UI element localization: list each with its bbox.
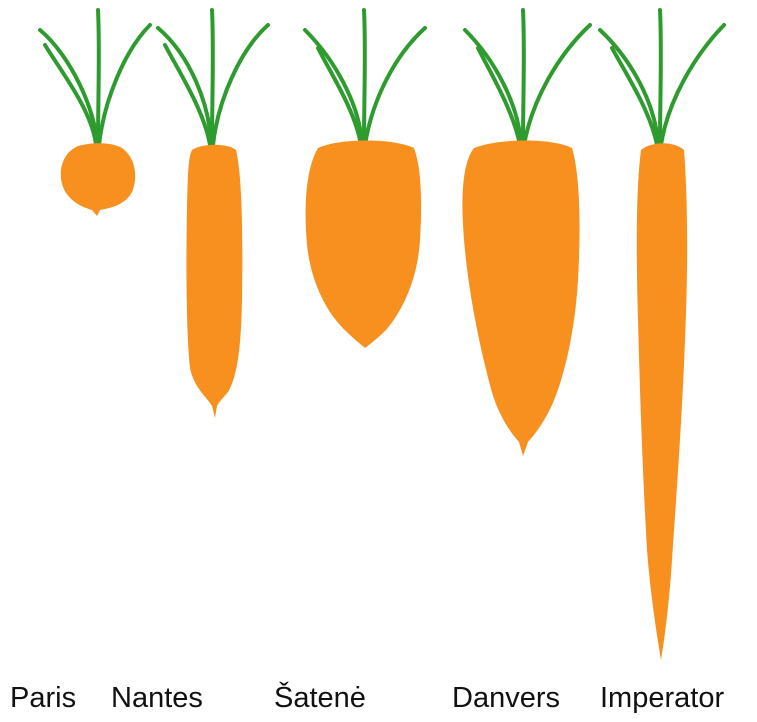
nantes-root xyxy=(186,145,242,418)
label-nantes: Nantes xyxy=(111,678,203,718)
paris-carrot xyxy=(40,10,150,216)
paris-leaves xyxy=(40,10,150,145)
label-paris: Paris xyxy=(10,678,76,718)
label-danvers: Danvers xyxy=(452,678,560,718)
satene-leaves xyxy=(305,10,425,145)
nantes-leaves xyxy=(158,10,268,145)
paris-root xyxy=(61,143,135,216)
label-imperator: Imperator xyxy=(600,678,724,718)
danvers-leaves xyxy=(465,10,590,145)
satene-root xyxy=(306,141,422,349)
imperator-leaves xyxy=(600,10,724,145)
nantes-carrot xyxy=(158,10,268,418)
imperator-carrot xyxy=(600,10,724,660)
danvers-root xyxy=(462,141,579,457)
label-satene: Šatenė xyxy=(274,678,366,718)
satene-carrot xyxy=(305,10,425,348)
imperator-root xyxy=(637,143,687,660)
danvers-carrot xyxy=(462,10,590,456)
